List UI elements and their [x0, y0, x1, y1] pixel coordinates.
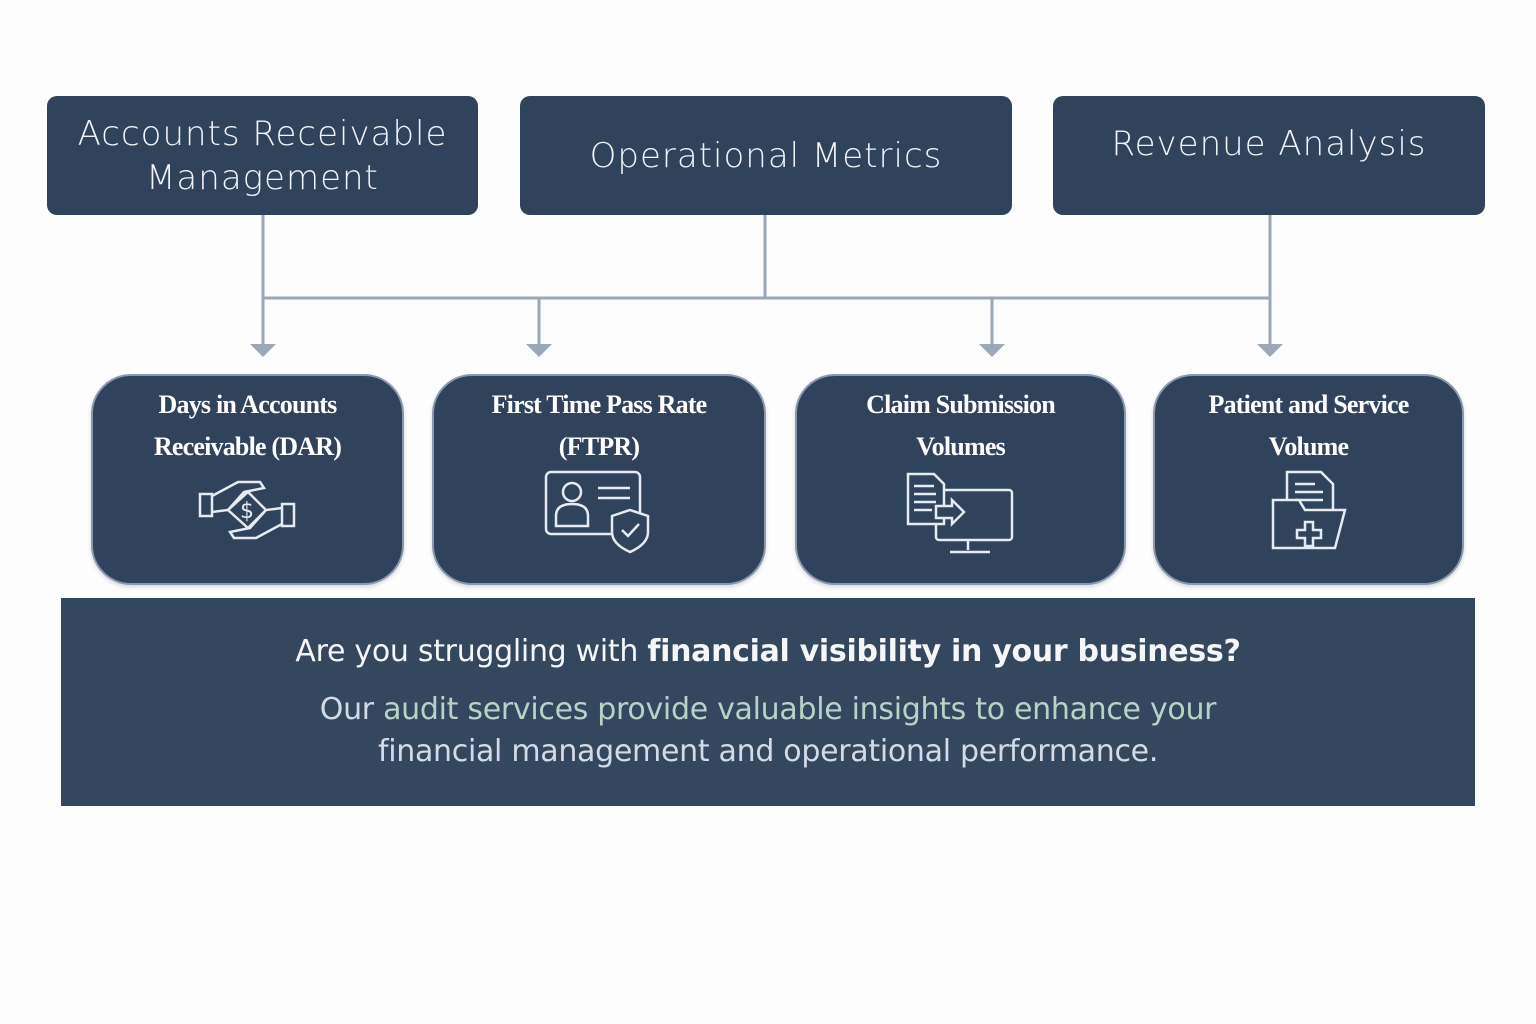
category-label: Management	[146, 157, 379, 198]
answer-highlight: audit services provide valuable insights…	[383, 692, 1217, 727]
metric-title: First Time Pass Rate	[491, 390, 708, 419]
call-to-action-banner: Are you struggling with financial visibi…	[61, 598, 1475, 806]
medical-folder-icon	[1271, 470, 1347, 550]
banner-answer: Our audit services provide valuable insi…	[61, 689, 1475, 773]
banner-question: Are you struggling with financial visibi…	[61, 634, 1475, 669]
answer-rest: financial management and operational per…	[377, 734, 1159, 769]
metric-title: Volume	[1268, 432, 1349, 461]
metric-title: Patient and Service	[1208, 390, 1410, 419]
id-card-shield-icon	[544, 470, 650, 554]
arrow-icon	[1257, 344, 1283, 357]
category-operational-metrics: Operational Metrics	[520, 96, 1012, 215]
metric-title: Claim Submission	[866, 390, 1056, 419]
answer-prefix: Our	[319, 692, 384, 727]
arrow-icon	[979, 344, 1005, 357]
category-revenue-analysis: Revenue Analysis	[1053, 96, 1485, 215]
svg-text:$: $	[240, 499, 254, 524]
arrow-icon	[526, 344, 552, 357]
connector-lines	[250, 215, 1283, 357]
metric-title: (FTPR)	[558, 432, 640, 461]
document-monitor-icon	[906, 472, 1013, 554]
metric-card-ftpr: First Time Pass Rate (FTPR)	[432, 374, 766, 585]
question-text: Are you struggling with	[295, 634, 648, 669]
category-label: Revenue Analysis	[1111, 124, 1427, 164]
question-emphasis: financial visibility in your business?	[647, 634, 1241, 669]
metric-title: Days in Accounts	[158, 390, 338, 419]
hand-dollar-icon: $	[198, 480, 295, 540]
arrow-icon	[250, 344, 276, 357]
metric-title: Receivable (DAR)	[153, 432, 342, 461]
category-label: Accounts Receivable	[77, 113, 448, 154]
metric-title: Volumes	[916, 432, 1006, 461]
category-label: Operational Metrics	[589, 135, 943, 176]
